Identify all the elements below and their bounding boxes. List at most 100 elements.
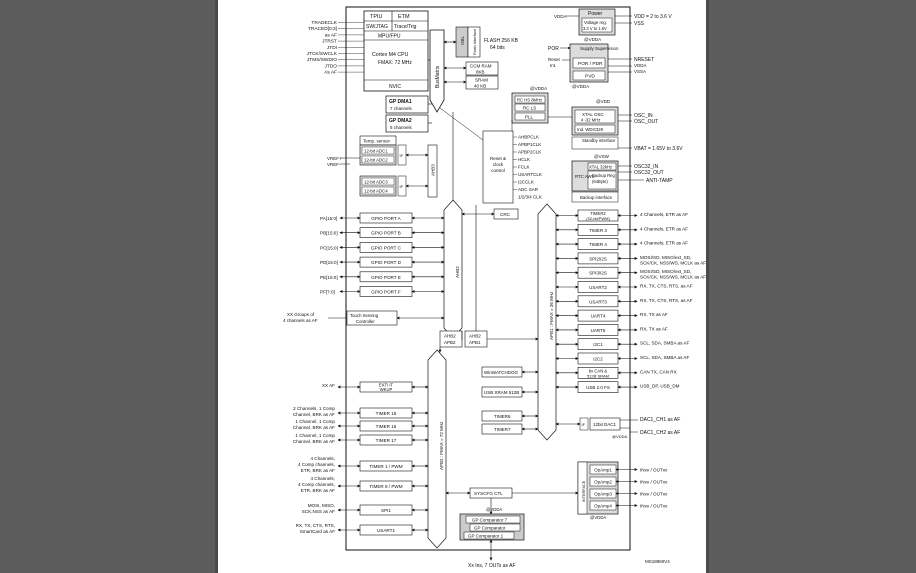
- apb2-signal-label: ETR, BRK as AF: [301, 488, 335, 493]
- page-shadow-left: [215, 0, 218, 573]
- apb1-signal-label: 4 Channels, ETR as AF: [640, 241, 688, 246]
- dac-ch2-label: DAC1_CH2 as AF: [640, 430, 680, 436]
- apb1-signal-label: SCK/CK, NSS/WS, MCLK as AF: [640, 260, 706, 265]
- clk-line-label: ADC SAR: [518, 187, 539, 192]
- fmax-label: FMAX: 72 MHz: [378, 60, 412, 66]
- gpio-port-label: GPIO PORT B: [371, 231, 401, 236]
- apb2-signal-label: 4 Channels,: [310, 456, 335, 461]
- apb2-signal-label: XX AF: [322, 383, 335, 388]
- apb1-signal-label: RX, TX, CTS, RTS, as AF: [640, 284, 693, 289]
- usb-sram-label: USB SRAM 512B: [484, 390, 519, 395]
- apb1-periph-label: bx CAN &: [589, 368, 608, 373]
- vdd-range-label: VDD = 2 to 3.6 V: [634, 14, 672, 20]
- opamp-label: OpAmp3: [594, 492, 612, 497]
- osc-in-label: OSC_IN: [634, 113, 653, 119]
- bridge1-top: AHB2: [444, 334, 456, 339]
- supply-vdda-label: @VDDA: [572, 84, 589, 89]
- rc-ls-label: RC LS: [523, 106, 536, 111]
- opamp-label: OpAmp4: [594, 504, 612, 509]
- gpio-pin-label: PD[15:0]: [320, 260, 338, 265]
- bridge2-bot: APB1: [469, 340, 481, 345]
- mid-blocks: WinWATCHDOG USB SRAM 512B TIMER6 TIMER7 …: [481, 366, 680, 439]
- gpio-pin-label: PE[15:0]: [320, 275, 338, 280]
- rcc-label: clock: [493, 162, 504, 167]
- comp-vdda-label: @VDDA: [486, 507, 502, 512]
- flash-if-label: Flash interface: [472, 28, 477, 55]
- core-signal-label: as AF: [325, 32, 337, 38]
- flash-bits-label: 64 bits: [490, 45, 505, 51]
- sram-label: SRAM: [475, 78, 488, 83]
- por-label: POR: [548, 46, 559, 52]
- clk-line-label: HCLK: [518, 157, 530, 162]
- timer6-label: TIMER6: [494, 414, 511, 419]
- gpio-pin-label: PF[7:0]: [320, 290, 335, 295]
- apb2-periph-label: TIMER 1 / PWM: [369, 464, 402, 469]
- dac-ch1-label: DAC1_CH1 as AF: [640, 417, 680, 423]
- core-signal-label: JTDI: [327, 45, 337, 51]
- ref-number: MS18960V4: [645, 559, 670, 564]
- adc1-label: 12-bit ADC1: [364, 149, 388, 154]
- apb1-signal-label: RX, TX as AF: [640, 312, 668, 317]
- mpu-fpu-label: MPU/FPU: [378, 34, 401, 40]
- touch-label-1: Touch Sensing: [350, 313, 379, 318]
- clk-line-label: I2CCLK: [518, 180, 534, 185]
- apb1-periph-sub: 512B SRAM: [587, 373, 609, 378]
- apb2-periph-label: WKUP: [380, 387, 393, 392]
- opamp-label: OpAmp2: [594, 480, 612, 485]
- apb1-signal-label: MOSI/SD, MISO/ext_SD,: [640, 269, 691, 274]
- comp-bottom-label: Xx Ins, 7 OUTs as AF: [468, 563, 516, 569]
- apb2-periph-label: USART1: [377, 528, 395, 533]
- dma2-ch-label: 5 channels: [390, 125, 413, 130]
- core-signal-label: As AF: [324, 70, 337, 76]
- dma2-label: GP DMA2: [389, 118, 412, 124]
- busmatrix-label: BusMatrix: [435, 65, 441, 88]
- core-signal-label: JTDO: [324, 63, 337, 69]
- dma1-ch-label: 7 channels: [390, 106, 413, 111]
- apb1-peripherals: TIMER2(32-bit/PWM) 4 Channels, ETR as AF T…: [555, 209, 706, 393]
- vssa-label: VSSA: [634, 69, 646, 74]
- dac-vdda-label: @VDDA: [612, 434, 628, 439]
- apb1-signal-label: SCK/CK, NSS/WS, MCLK as AF: [640, 275, 706, 280]
- apb2-signal-label: 4 Comp channels,: [298, 482, 335, 487]
- vdd-at-label: @VDD: [596, 99, 611, 104]
- rcc-label: control: [491, 168, 505, 173]
- opamp-interface-label: INTERFACE: [582, 480, 586, 502]
- apb2-signal-label: 4 Channels,: [310, 476, 335, 481]
- apb1-signal-label: 4 Channels, ETR as AF: [640, 226, 688, 231]
- power-vdda-in: VDDA: [554, 14, 567, 19]
- apb2-signal-label: 1 Channel, 1 Comp: [295, 433, 335, 438]
- gpio-port-label: GPIO PORT D: [371, 260, 402, 265]
- nreset-label: NRESET: [634, 57, 654, 63]
- apb1-periph-label: TIMER 3: [589, 228, 607, 233]
- apb1-periph-label: TIMER2: [590, 211, 606, 216]
- power-vdda-label: @VDDA: [584, 37, 601, 42]
- apb2-signal-label: 1 Channel, 1 Comp: [295, 419, 335, 424]
- temp-sensor-label: Temp. sensor: [363, 139, 391, 144]
- adc-if1-label: IF: [400, 153, 404, 158]
- rtc-label: RTC AWU: [575, 174, 595, 179]
- opamp-io-label: INxx / OUTxx: [640, 504, 668, 509]
- backup-if-label: Backup interface: [580, 195, 613, 200]
- standby-label: Standby interface: [582, 138, 616, 143]
- ccm-label: CCM RAM: [470, 64, 492, 69]
- rcc-label: Reset &: [490, 156, 506, 161]
- iwdg-label: Ind. WDG32K: [577, 127, 604, 132]
- apb2-signal-label: Channel, BRK as AF: [293, 439, 335, 444]
- vref-label: VREF+: [327, 156, 342, 161]
- apb2-label: APB2 : FMAX = 72 MHz: [439, 421, 444, 470]
- core-block: TPIU ETM SW/JTAG Trace/Trig MPU/FPU Cort…: [363, 10, 429, 92]
- power-block: Power Voltage reg. 3.3 V to 1.8V @VDDA V…: [548, 8, 672, 89]
- adc4-label: 12-bit ADC4: [364, 189, 388, 194]
- apb1-periph-sub: (32-bit/PWM): [586, 216, 610, 221]
- clk-line-label: AHBPCLK: [518, 135, 539, 140]
- pvd-label: PVD: [585, 74, 595, 80]
- apb1-periph-label: I2C1: [593, 342, 603, 347]
- memory-block: OBL Flash interface FLASH 256 KB 64 bits…: [455, 26, 519, 90]
- syscfg-label: SYSCFG CTL: [474, 491, 503, 496]
- swjtag-label: SW/JTAG: [366, 24, 388, 30]
- por-pdr-label: POR / PDR: [578, 61, 603, 67]
- dma1-label: GP DMA1: [389, 99, 412, 105]
- apb1-signal-label: SCL, SDA, SMBA as AF: [640, 355, 689, 360]
